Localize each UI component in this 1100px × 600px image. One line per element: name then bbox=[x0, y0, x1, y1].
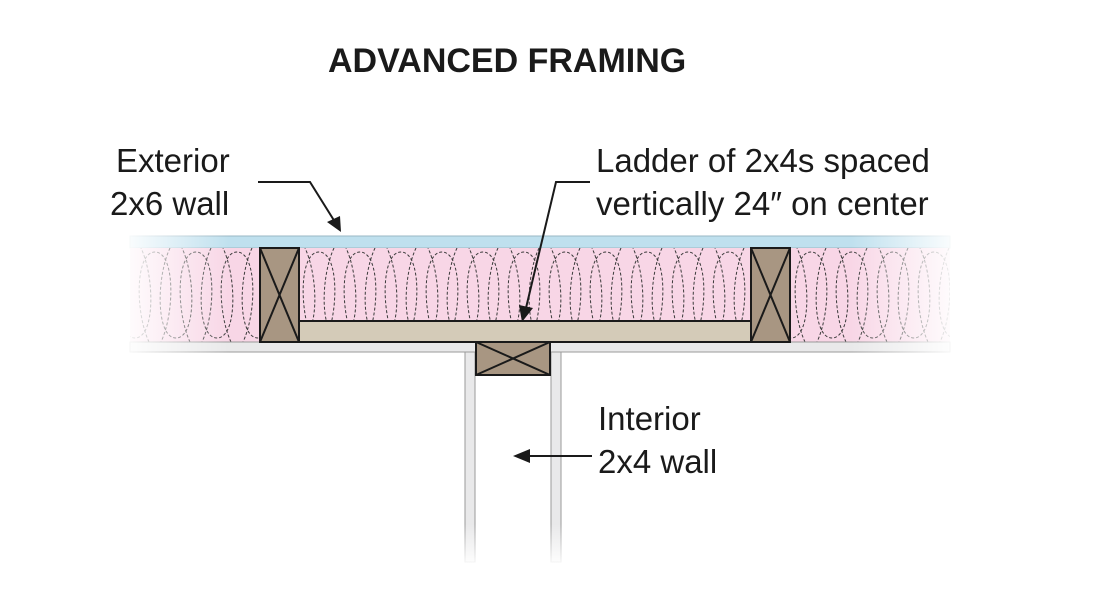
diagram-title: ADVANCED FRAMING bbox=[328, 42, 686, 80]
arrow-icon bbox=[513, 449, 592, 463]
exterior-label-line2: 2x6 wall bbox=[110, 185, 229, 222]
arrow-icon bbox=[258, 181, 341, 232]
ladder-label-line2: vertically 24″ on center bbox=[596, 185, 929, 222]
insulation-batt-loop bbox=[959, 252, 991, 342]
ladder-label-line1: Ladder of 2x4s spaced bbox=[596, 142, 930, 179]
arrow-icon bbox=[519, 181, 590, 322]
ladder-label: Ladder of 2x4s spaced vertically 24″ on … bbox=[519, 142, 930, 322]
exterior-wall bbox=[120, 230, 991, 358]
interior-wall-label: Interior 2x4 wall bbox=[513, 400, 717, 480]
exterior-label-line1: Exterior bbox=[116, 142, 230, 179]
interior-wall bbox=[455, 341, 575, 567]
interior-label-line1: Interior bbox=[598, 400, 701, 437]
exterior-wall-label: Exterior 2x6 wall bbox=[110, 142, 341, 232]
interior-label-line2: 2x4 wall bbox=[598, 443, 717, 480]
